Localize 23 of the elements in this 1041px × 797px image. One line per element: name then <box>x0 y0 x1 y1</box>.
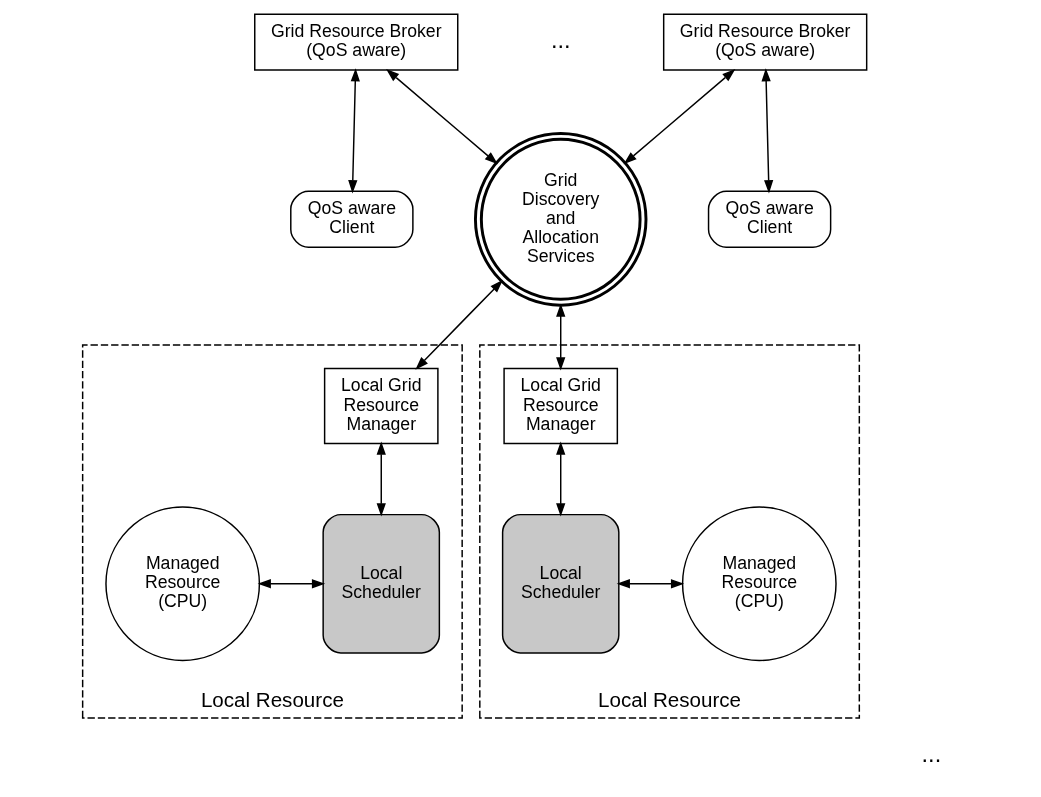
arrow <box>414 279 503 370</box>
label: ... <box>921 740 941 767</box>
node-box: Local Grid Resource Manager <box>502 367 618 445</box>
node-circle: Managed Resource (CPU) <box>104 506 260 662</box>
arrow <box>376 441 386 517</box>
node-box: Grid Resource Broker (QoS aware) <box>253 13 458 71</box>
node-box: QoS aware Client <box>289 190 414 248</box>
node-box: Local Grid Resource Manager <box>323 367 439 445</box>
node-circle: Grid Discovery and Allocation Services <box>473 131 647 307</box>
label: ... <box>550 26 571 53</box>
arrow <box>623 69 735 165</box>
arrow <box>555 441 565 517</box>
arrow <box>761 68 773 194</box>
arrow <box>347 68 360 194</box>
arrow <box>616 579 684 589</box>
node-box: Grid Resource Broker (QoS aware) <box>662 13 867 71</box>
node-box: QoS aware Client <box>707 190 831 248</box>
arrow <box>555 303 565 371</box>
arrow <box>257 579 325 589</box>
arrow <box>385 69 498 165</box>
node-box: Local Scheduler <box>501 513 620 654</box>
node-circle: Managed Resource (CPU) <box>681 506 837 662</box>
node-box: Local Scheduler <box>321 513 440 654</box>
